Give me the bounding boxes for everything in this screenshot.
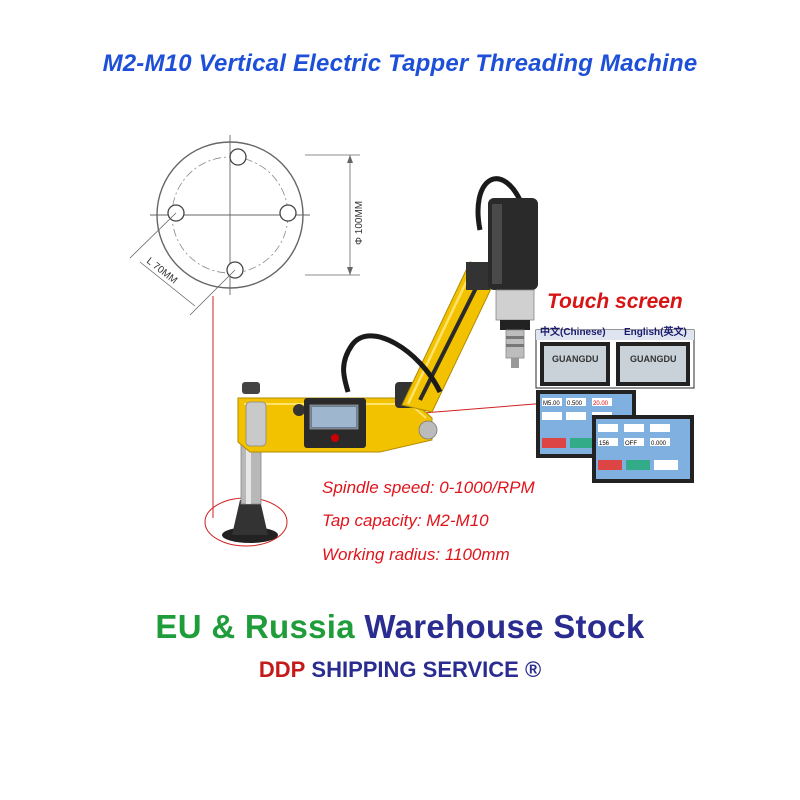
screen-value-5: OFF xyxy=(625,441,637,447)
length-label: L 70MM xyxy=(144,256,179,287)
screen-value-1: M5.00 xyxy=(543,401,560,407)
touch-screen-panel xyxy=(535,329,695,483)
lang-chinese-label: 中文(Chinese) xyxy=(540,327,606,338)
screen-value-2: 0.500 xyxy=(567,401,583,407)
stock-region: EU & Russia xyxy=(155,608,355,645)
tapping-machine xyxy=(222,176,538,543)
shipping-banner: DDP SHIPPING SERVICE ® xyxy=(0,657,800,683)
lang-english-label: English(英文) xyxy=(624,327,687,338)
stock-warehouse: Warehouse Stock xyxy=(364,608,645,645)
screen-brand-right: GUANGDU xyxy=(630,354,677,364)
spec-spindle-speed: Spindle speed: 0-1000/RPM xyxy=(322,478,535,497)
screen-value-3: 20.00 xyxy=(593,401,609,407)
shipping-ddp: DDP xyxy=(258,657,306,682)
diameter-label: Φ 100MM xyxy=(354,201,365,245)
spec-working-radius: Working radius: 1100mm xyxy=(322,545,510,564)
screen-brand-left: GUANGDU xyxy=(552,354,599,364)
flange-diagram xyxy=(129,135,360,316)
product-title: M2-M10 Vertical Electric Tapper Threadin… xyxy=(102,50,698,77)
screen-value-4: 156 xyxy=(599,441,610,447)
shipping-service: SHIPPING SERVICE ® xyxy=(311,657,542,682)
spec-tap-capacity: Tap capacity: M2-M10 xyxy=(322,511,489,530)
screen-value-6: 0.000 xyxy=(651,441,667,447)
touch-screen-heading: Touch screen xyxy=(547,290,683,313)
stock-banner: EU & Russia Warehouse Stock xyxy=(0,608,800,646)
